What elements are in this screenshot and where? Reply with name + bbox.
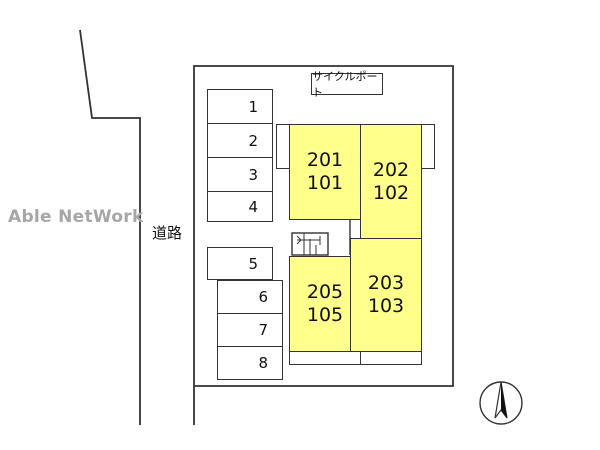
parking-space-number: 1 xyxy=(248,97,258,116)
parking-space-number: 3 xyxy=(248,165,258,184)
unit-upper-number: 205 xyxy=(306,281,344,303)
road-label: 道路 xyxy=(152,224,183,242)
unit-203-103: 203 103 xyxy=(350,238,422,352)
parking-space: 2 xyxy=(207,123,273,158)
road-boundary-line xyxy=(79,29,141,425)
unit-202-102: 202 102 xyxy=(360,124,422,239)
site-boundary xyxy=(193,65,454,425)
balcony-left xyxy=(276,124,290,169)
watermark: Able NetWork xyxy=(8,207,144,227)
balcony-bottom-right xyxy=(360,351,422,365)
parking-space: 4 xyxy=(207,191,273,222)
parking-space-number: 5 xyxy=(248,254,258,273)
cycle-port: サイクルポート xyxy=(311,70,383,99)
unit-lower-number: 103 xyxy=(367,295,405,317)
unit-lower-number: 102 xyxy=(372,181,410,204)
parking-space-number: 8 xyxy=(258,354,268,372)
unit-upper-number: 202 xyxy=(372,158,410,181)
stairs-icon xyxy=(291,232,329,256)
parking-space: 6 xyxy=(217,280,283,314)
unit-upper-number: 203 xyxy=(367,272,405,294)
north-arrow-icon xyxy=(479,381,523,425)
unit-lower-number: 105 xyxy=(306,304,344,326)
parking-space: 5 xyxy=(207,247,273,280)
parking-space-number: 2 xyxy=(248,131,258,150)
parking-space-number: 7 xyxy=(258,321,268,339)
cycle-port-label: サイクルポート xyxy=(312,70,378,99)
parking-space: 1 xyxy=(207,89,273,124)
parking-space: 8 xyxy=(217,346,283,380)
unit-lower-number: 101 xyxy=(306,172,344,194)
parking-space-number: 6 xyxy=(258,288,268,306)
unit-201-101: 201 101 xyxy=(289,124,361,220)
balcony-right xyxy=(421,124,435,169)
balcony-bottom-left xyxy=(289,351,361,365)
parking-space: 3 xyxy=(207,157,273,192)
parking-space-number: 4 xyxy=(248,197,258,216)
parking-space: 7 xyxy=(217,313,283,347)
unit-upper-number: 201 xyxy=(306,149,344,171)
